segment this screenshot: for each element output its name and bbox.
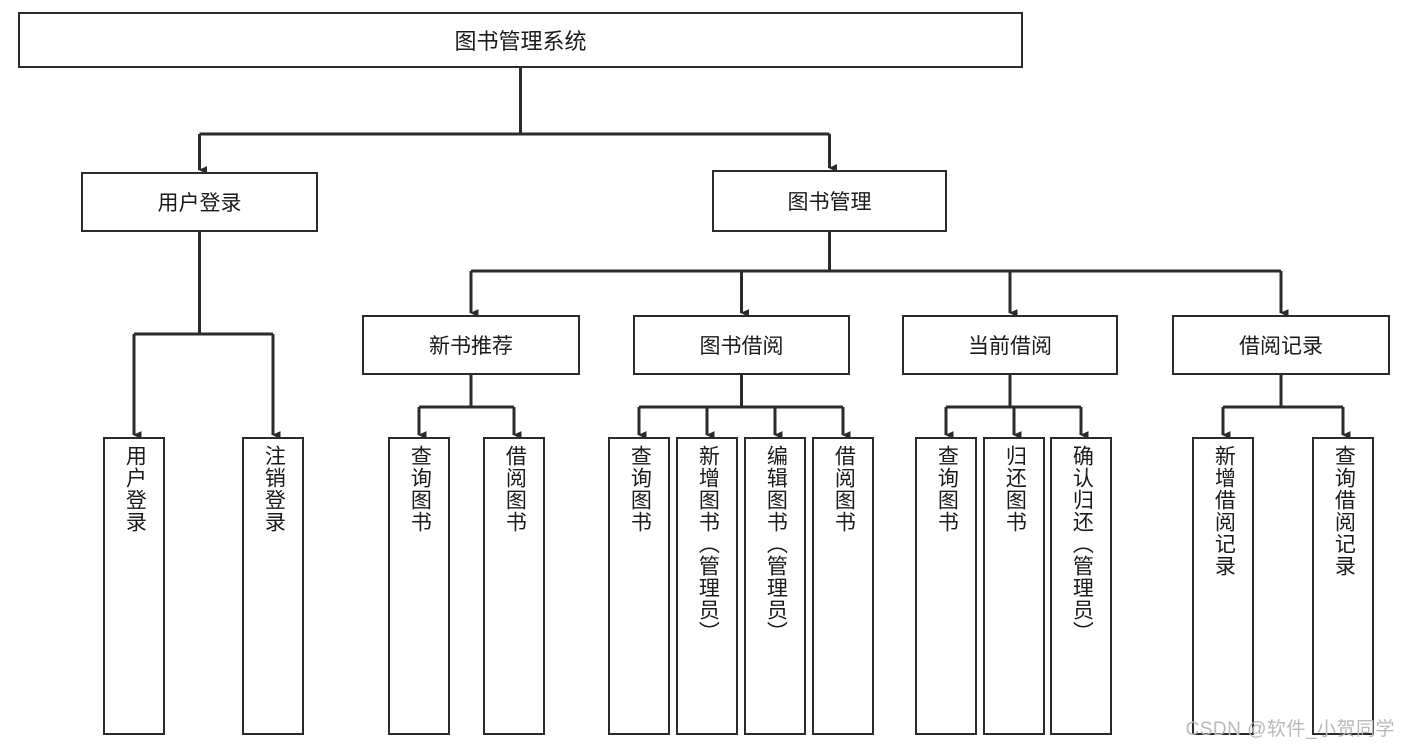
node-root[interactable]: 图书管理系统 xyxy=(18,12,1023,68)
leaf-user-login-label: 用户登录 xyxy=(123,445,147,533)
leaf-query-book-borrow-label: 查询图书 xyxy=(628,445,652,533)
leaf-confirm-return[interactable]: 确认归还（管理员） xyxy=(1050,437,1112,735)
node-book-manage[interactable]: 图书管理 xyxy=(712,170,947,232)
leaf-edit-book[interactable]: 编辑图书（管理员） xyxy=(744,437,806,735)
leaf-user-login[interactable]: 用户登录 xyxy=(103,437,165,735)
leaf-borrow-book-rec[interactable]: 借阅图书 xyxy=(483,437,545,735)
leaf-logout-login[interactable]: 注销登录 xyxy=(242,437,304,735)
leaf-borrow-book-rec-label: 借阅图书 xyxy=(503,445,527,533)
leaf-return-book[interactable]: 归还图书 xyxy=(983,437,1045,735)
leaf-edit-book-label: 编辑图书（管理员） xyxy=(764,445,788,643)
node-root-label: 图书管理系统 xyxy=(454,29,587,54)
node-user-login[interactable]: 用户登录 xyxy=(81,172,318,232)
leaf-confirm-return-label: 确认归还（管理员） xyxy=(1070,445,1094,643)
node-user-login-label: 用户登录 xyxy=(157,192,242,215)
node-current-borrow[interactable]: 当前借阅 xyxy=(902,315,1118,375)
node-borrow-record-label: 借阅记录 xyxy=(1239,335,1323,358)
leaf-query-book-cur[interactable]: 查询图书 xyxy=(915,437,977,735)
node-book-borrow-label: 图书借阅 xyxy=(699,335,784,358)
leaf-query-record-label: 查询借阅记录 xyxy=(1332,445,1356,577)
leaf-query-record[interactable]: 查询借阅记录 xyxy=(1312,437,1374,735)
leaf-add-record-label: 新增借阅记录 xyxy=(1212,445,1236,577)
node-book-manage-label: 图书管理 xyxy=(787,191,872,214)
leaf-add-book-label: 新增图书（管理员） xyxy=(696,445,720,643)
node-new-book-recommend-label: 新书推荐 xyxy=(429,335,513,358)
leaf-query-book-rec[interactable]: 查询图书 xyxy=(388,437,450,735)
leaf-return-book-label: 归还图书 xyxy=(1003,445,1027,533)
leaf-query-book-cur-label: 查询图书 xyxy=(935,445,959,533)
edge-paths xyxy=(132,68,1351,439)
watermark: CSDN @软件_小贺同学 xyxy=(1185,719,1395,740)
leaf-borrow-book-label: 借阅图书 xyxy=(832,445,856,533)
leaf-query-book-borrow[interactable]: 查询图书 xyxy=(608,437,670,735)
leaf-query-book-rec-label: 查询图书 xyxy=(408,445,432,533)
node-borrow-record[interactable]: 借阅记录 xyxy=(1172,315,1390,375)
leaf-add-book[interactable]: 新增图书（管理员） xyxy=(676,437,738,735)
node-book-borrow[interactable]: 图书借阅 xyxy=(633,315,850,375)
leaf-add-record[interactable]: 新增借阅记录 xyxy=(1192,437,1254,735)
leaf-logout-login-label: 注销登录 xyxy=(262,445,286,533)
node-new-book-recommend[interactable]: 新书推荐 xyxy=(362,315,580,375)
leaf-borrow-book[interactable]: 借阅图书 xyxy=(812,437,874,735)
node-current-borrow-label: 当前借阅 xyxy=(968,335,1052,358)
